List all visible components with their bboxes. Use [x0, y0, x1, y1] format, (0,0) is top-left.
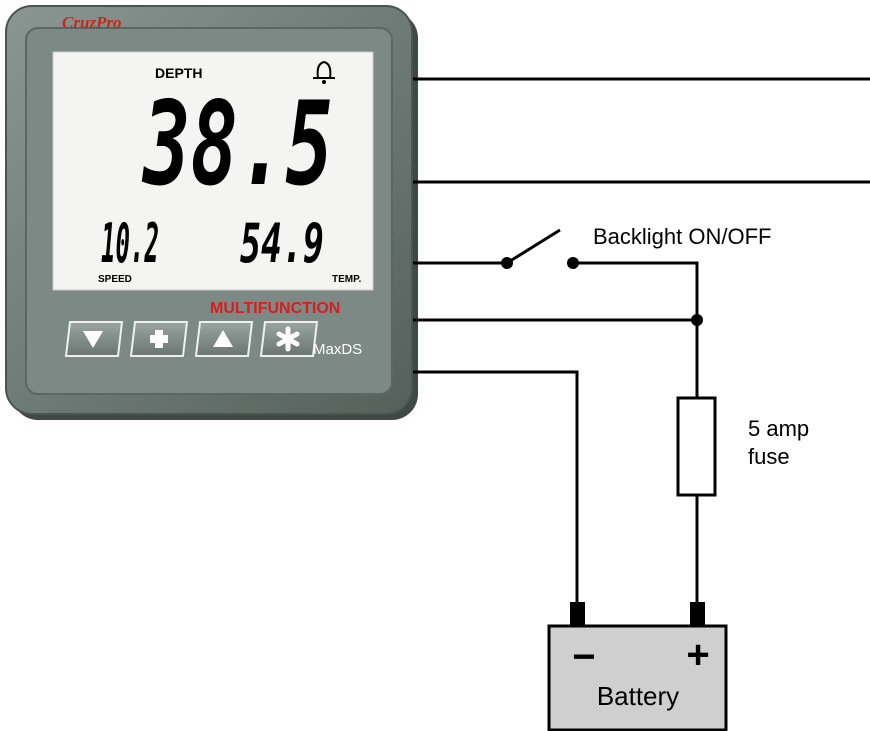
multifunction-label: MULTIFUNCTION — [210, 300, 340, 317]
lcd-screen — [52, 51, 374, 291]
battery-label: Battery — [597, 681, 679, 711]
triangle-up-icon — [213, 330, 233, 347]
backlight-switch-label: Backlight ON/OFF — [593, 224, 771, 249]
star-button[interactable] — [259, 321, 319, 357]
brand-logo: CruzPro — [62, 13, 122, 32]
battery — [547, 624, 728, 731]
battery-positive-sign: + — [686, 633, 709, 677]
bell-icon — [313, 60, 335, 84]
instrument: CruzPro DEPTH 38.5 10.2 SPEED 54.9 TEMP.… — [5, 5, 418, 420]
speed-value: 10.2 — [101, 212, 159, 275]
speed-label: SPEED — [98, 274, 132, 285]
fuse-label-amp: 5 amp — [748, 416, 809, 441]
up-button[interactable] — [194, 321, 254, 357]
depth-value: 38.5 — [142, 77, 333, 212]
wire-switch-out — [573, 261, 699, 320]
switch-contact-right — [567, 257, 579, 269]
battery-negative-terminal — [570, 602, 585, 626]
depth-label: DEPTH — [155, 65, 202, 81]
switch-blade — [506, 228, 561, 265]
triangle-down-icon — [83, 331, 103, 348]
switch-contact-left — [501, 257, 513, 269]
battery-negative-sign: − — [572, 635, 595, 679]
fuse — [676, 396, 717, 497]
temp-label: TEMP. — [332, 274, 361, 285]
plus-icon — [150, 330, 168, 348]
junction-dot — [691, 314, 703, 326]
wire-ground — [413, 370, 579, 602]
plus-button[interactable] — [129, 321, 189, 357]
fuse-label-fuse: fuse — [748, 444, 790, 469]
asterisk-icon — [276, 326, 300, 352]
temp-value: 54.9 — [240, 212, 324, 275]
down-button[interactable] — [64, 321, 124, 357]
model-label: MaxDS — [313, 341, 362, 358]
wiring — [413, 77, 870, 602]
battery-positive-terminal — [690, 602, 705, 626]
